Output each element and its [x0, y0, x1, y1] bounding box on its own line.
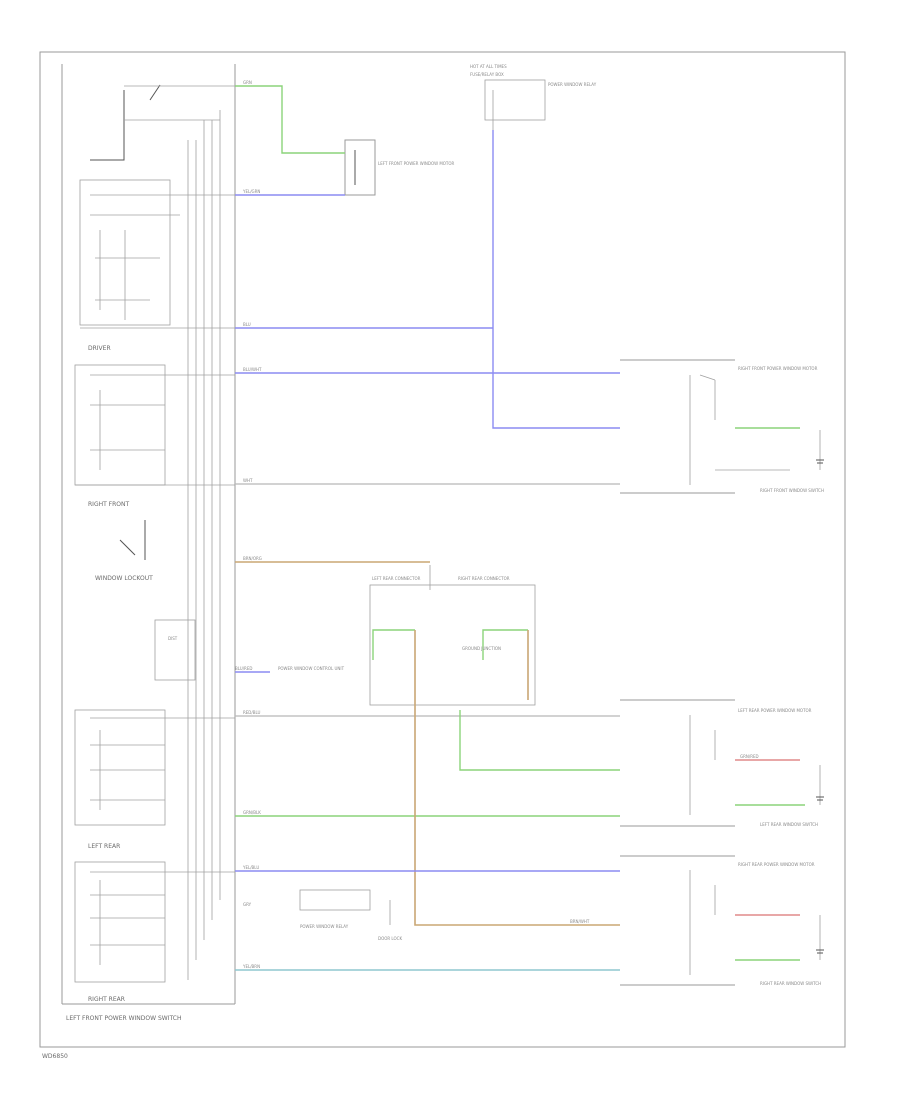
wire-label-1: GRN	[243, 80, 252, 85]
wire-label-7: BLU/RED	[235, 666, 252, 671]
wire-label-2: YEL/GRN	[242, 189, 260, 194]
wire-green-top	[235, 85, 345, 154]
wire-label-13: BRN/WHT	[570, 919, 590, 924]
wire-label-14: GRN/RED	[740, 754, 759, 759]
ground-symbols	[816, 459, 824, 954]
wire-green-conn-left	[372, 629, 415, 660]
label-right-front: RIGHT FRONT	[88, 501, 130, 508]
wire-green-conn-right	[482, 629, 528, 660]
wire-tan-long	[414, 700, 620, 926]
label-rr-switch: RIGHT REAR WINDOW SWITCH	[760, 981, 821, 986]
rear-connectors	[369, 565, 536, 706]
label-master-switch: LEFT FRONT POWER WINDOW SWITCH	[66, 1015, 182, 1022]
left-front-motor	[344, 139, 376, 196]
fuse-relay-box	[484, 79, 546, 130]
label-left-rear: LEFT REAR	[88, 843, 120, 850]
label-lr-switch: LEFT REAR WINDOW SWITCH	[760, 822, 818, 827]
label-dist: DIST	[168, 636, 178, 641]
label-right-rear-conn: RIGHT REAR CONNECTOR	[458, 576, 510, 581]
wire-label-9: GRN/BLK	[243, 810, 261, 815]
right-rear-motor	[620, 855, 821, 986]
label-fuse: FUSE/RELAY BOX	[470, 72, 504, 77]
left-rear-motor	[620, 699, 821, 827]
right-front-motor	[620, 359, 821, 494]
label-driver: DRIVER	[88, 345, 111, 352]
wire-blue-vertical	[492, 130, 620, 429]
wires	[235, 85, 805, 971]
wire-label-8: RED/BLU	[243, 710, 261, 715]
footer-code: WD6850	[42, 1053, 68, 1060]
diagram-frame	[39, 51, 846, 1048]
label-hot: HOT AT ALL TIMES	[470, 64, 507, 69]
wire-green-lr-mid	[459, 710, 620, 771]
master-switch	[61, 64, 236, 1005]
label-relay: POWER WINDOW RELAY	[548, 82, 597, 87]
wire-label-11: GRY	[243, 902, 252, 907]
label-pw-relay-lower: POWER WINDOW RELAY	[300, 924, 349, 929]
wire-label-12: YEL/BRN	[242, 964, 260, 969]
label-pw-control: POWER WINDOW CONTROL UNIT	[278, 666, 345, 671]
label-rr-motor: RIGHT REAR POWER WINDOW MOTOR	[738, 862, 815, 867]
wire-label-6: BRN/ORG	[243, 556, 262, 561]
label-rf-motor: RIGHT FRONT POWER WINDOW MOTOR	[738, 366, 818, 371]
label-door-lock: DOOR LOCK	[378, 936, 402, 941]
label-right-rear: RIGHT REAR	[88, 996, 125, 1003]
label-left-rear-conn: LEFT REAR CONNECTOR	[372, 576, 421, 581]
wire-label-5: WHT	[243, 478, 253, 483]
label-rf-switch: RIGHT FRONT WINDOW SWITCH	[760, 488, 824, 493]
wire-label-4: BLU/WHT	[243, 367, 262, 372]
label-lf-motor: LEFT FRONT POWER WINDOW MOTOR	[378, 161, 455, 166]
label-ground-junction: GROUND JUNCTION	[462, 646, 501, 651]
label-lr-motor: LEFT REAR POWER WINDOW MOTOR	[738, 708, 812, 713]
wire-label-10: YEL/BLU	[242, 865, 259, 870]
wire-label-3: BLU	[243, 322, 251, 327]
power-window-relay-lower	[299, 889, 391, 925]
label-window-lockout: WINDOW LOCKOUT	[95, 575, 153, 582]
